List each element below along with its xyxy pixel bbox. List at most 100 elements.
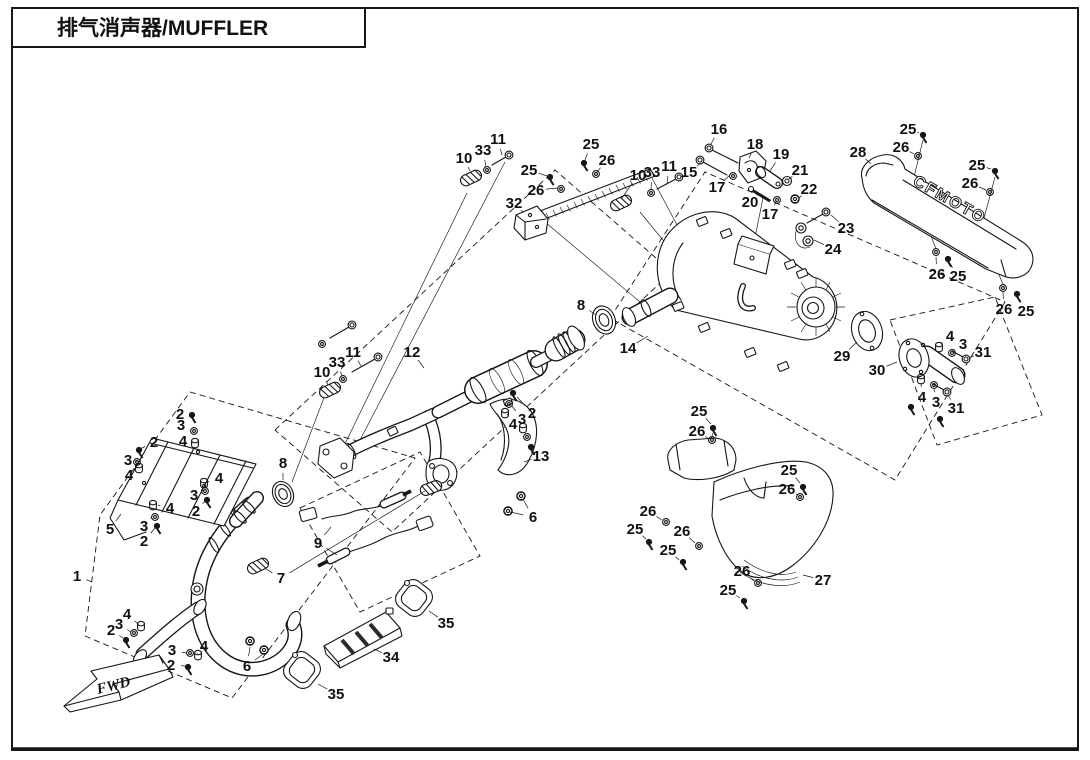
bracket-32 [513, 205, 549, 241]
part-label-16: 16 [711, 121, 728, 138]
part-label-21: 21 [792, 162, 809, 179]
leader-line [134, 620, 139, 625]
pin-20 [747, 185, 755, 193]
leader-line [157, 504, 161, 506]
leader-line [933, 388, 935, 393]
part-label-31: 31 [975, 344, 992, 361]
leader-line [150, 516, 153, 519]
leader-line [968, 355, 974, 359]
part-label-10: 10 [456, 150, 473, 167]
bolt-16 [704, 143, 714, 153]
part-label-3: 3 [959, 336, 967, 353]
part-label-19: 19 [773, 146, 790, 163]
part-label-25: 25 [950, 268, 967, 285]
bolt-31 [942, 387, 952, 397]
pipe-end-flange [286, 610, 302, 632]
leader-line [979, 186, 987, 191]
leader-line [917, 132, 920, 134]
part-label-4: 4 [215, 470, 224, 487]
part-label-24: 24 [825, 241, 842, 258]
group-box-mid-pipe [274, 169, 673, 533]
part-label-3: 3 [518, 411, 526, 428]
part-label-29: 29 [834, 348, 851, 365]
part-label-26: 26 [689, 423, 706, 440]
part-label-25: 25 [781, 462, 798, 479]
part-label-3: 3 [177, 417, 185, 434]
leader-line [795, 477, 801, 484]
leader-line [952, 348, 955, 351]
leader-line [522, 498, 529, 509]
part-label-25: 25 [660, 542, 677, 559]
leader-line [795, 493, 799, 496]
part-label-25: 25 [969, 157, 986, 174]
part-label-2: 2 [528, 405, 536, 422]
leader-line [774, 201, 777, 206]
leader-line [516, 396, 526, 406]
leader-line [317, 683, 328, 690]
part-label-26: 26 [962, 175, 979, 192]
leader-line [830, 214, 839, 222]
leader-line [202, 500, 206, 504]
pipe-heat-shield [489, 397, 538, 476]
leader-line [596, 167, 601, 173]
leader-line [201, 490, 204, 492]
leader-line [886, 361, 898, 367]
mid-pipe-catalyst [317, 325, 586, 491]
leader-line [509, 511, 524, 516]
leader-line [538, 172, 548, 177]
leader-lines [86, 132, 1022, 690]
part-label-26: 26 [996, 301, 1013, 318]
part-label-35: 35 [438, 615, 455, 632]
leader-line [181, 651, 187, 654]
part-label-25: 25 [627, 521, 644, 538]
part-label-22: 22 [801, 181, 818, 198]
bushing-19 [755, 165, 767, 179]
part-label-10: 10 [630, 167, 647, 184]
leader-line [696, 162, 702, 167]
part-label-25: 25 [720, 582, 737, 599]
leader-line [86, 579, 93, 583]
leader-line [948, 261, 953, 268]
part-label-2: 2 [192, 503, 200, 520]
leader-line [115, 513, 122, 522]
part-label-6: 6 [243, 658, 251, 675]
sensor-connector [415, 515, 434, 532]
clamp-24 [795, 222, 807, 234]
leader-line [135, 466, 138, 469]
part-label-25: 25 [1018, 303, 1035, 320]
leader-line [986, 167, 992, 170]
leader-line [206, 480, 210, 483]
leader-line [636, 335, 649, 344]
part-label-30: 30 [869, 362, 886, 379]
leader-line [710, 137, 715, 145]
front-header-pipe [132, 491, 303, 677]
part-label-4: 4 [946, 328, 955, 345]
leader-line [324, 526, 332, 536]
leader-line [545, 187, 559, 190]
title-box [11, 7, 366, 48]
leader-line [769, 162, 776, 172]
muffler-tabs [671, 216, 809, 372]
part-label-2: 2 [150, 434, 158, 451]
leader-line [947, 394, 952, 400]
group-box-front-pipe [84, 391, 416, 699]
part-label-32: 32 [506, 195, 523, 212]
part-label-5: 5 [106, 521, 114, 538]
part-label-4: 4 [179, 433, 188, 450]
part-label-26: 26 [893, 139, 910, 156]
part-label-2: 2 [107, 622, 115, 639]
seal-gasket-35a [395, 579, 433, 617]
leader-line [849, 341, 858, 350]
part-label-2: 2 [167, 657, 175, 674]
part-label-33: 33 [329, 354, 346, 371]
bolt-15 [695, 155, 705, 165]
sensor-connector [298, 506, 318, 522]
part-label-25: 25 [521, 162, 538, 179]
leader-line [357, 360, 362, 367]
part-label-33: 33 [475, 142, 492, 159]
leader-line [705, 436, 710, 440]
part-label-4: 4 [125, 467, 134, 484]
part-label-3: 3 [115, 616, 123, 633]
leader-line [506, 413, 509, 416]
